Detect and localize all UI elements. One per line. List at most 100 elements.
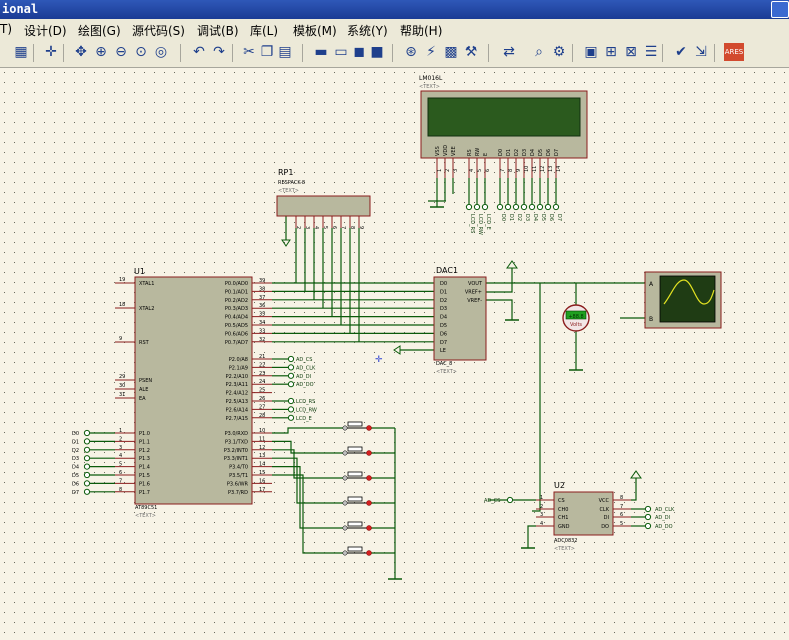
u2-pin-name: DO bbox=[601, 524, 609, 530]
export-icon[interactable]: ⇲ bbox=[695, 44, 707, 60]
decompose-icon[interactable]: ⚒ bbox=[464, 44, 478, 60]
u1-pin-name: P0.1/AD1 bbox=[225, 289, 248, 295]
u1-pin-number: 11 bbox=[259, 436, 265, 442]
zoom-in-icon[interactable]: ⊕ bbox=[95, 44, 107, 60]
u1-pin-name: ALE bbox=[139, 387, 148, 393]
rp1-pin-number: 7 bbox=[340, 226, 346, 229]
lcd-pin-number: 5 bbox=[477, 169, 483, 172]
menu-library[interactable]: 库(L) bbox=[250, 24, 279, 38]
u2-pin-name: CS bbox=[558, 498, 565, 504]
u1-pin-name: P3.2/INT0 bbox=[224, 448, 248, 454]
u1-pin-name: P1.3 bbox=[139, 456, 150, 462]
u1-pin-number: 37 bbox=[259, 295, 265, 301]
ares-icon[interactable]: ARES bbox=[724, 43, 744, 61]
lcd-net-label: LCD_E bbox=[485, 214, 491, 230]
menu-debug[interactable]: 调试(B) bbox=[197, 24, 239, 38]
toolbar-separator bbox=[63, 44, 64, 62]
undo-icon[interactable]: ↶ bbox=[193, 44, 205, 60]
terminal bbox=[644, 513, 652, 521]
zoom-all-icon[interactable]: ⊙ bbox=[135, 44, 147, 60]
search-icon[interactable]: ⌕ bbox=[535, 44, 543, 60]
u2-pin-number: 2 bbox=[540, 504, 543, 510]
dac-pin-name: D1 bbox=[440, 289, 447, 295]
lcd-pin-number: 1 bbox=[437, 169, 443, 172]
menu-tools[interactable]: T) bbox=[0, 22, 13, 36]
u1-pin-name: XTAL2 bbox=[139, 306, 154, 312]
zoom-area-icon[interactable]: ◎ bbox=[154, 44, 168, 60]
u2-pin-name: VCC bbox=[599, 498, 610, 504]
block-move-icon[interactable]: ▭ bbox=[334, 44, 348, 60]
grid-icon[interactable]: ▦ bbox=[14, 44, 28, 60]
lcd-pin-name: D4 bbox=[530, 149, 536, 156]
menu-system[interactable]: 系统(Y) bbox=[347, 24, 388, 38]
property-tool-icon[interactable]: ⚙ bbox=[552, 44, 566, 60]
u1-pin-number: 32 bbox=[259, 337, 265, 343]
wire-autoroute-icon[interactable]: ⇄ bbox=[503, 44, 515, 60]
bom-icon[interactable]: ☰ bbox=[644, 44, 658, 60]
terminal bbox=[506, 496, 514, 504]
terminal bbox=[644, 522, 652, 530]
lcd-net-label: D0 bbox=[500, 214, 506, 221]
zoom-out-icon[interactable]: ⊖ bbox=[115, 44, 127, 60]
u1-pin-number: 33 bbox=[259, 328, 265, 334]
u1-pin-name: P2.6/A14 bbox=[226, 407, 248, 413]
wire bbox=[532, 283, 541, 512]
rp1-pin-number: 4 bbox=[313, 226, 319, 229]
block-copy-icon[interactable]: ▬ bbox=[314, 44, 328, 60]
netlist-icon[interactable]: ▣ bbox=[584, 44, 598, 60]
u2-net-label: AD_DO bbox=[655, 524, 673, 530]
menu-graph[interactable]: 绘图(G) bbox=[78, 24, 121, 38]
menu-source[interactable]: 源代码(S) bbox=[132, 24, 185, 38]
u1-p2-net-label: AD_DI bbox=[296, 374, 311, 380]
lcd-pin-name: RW bbox=[475, 148, 481, 156]
origin-icon[interactable]: ✛ bbox=[45, 44, 57, 60]
block-delete-icon[interactable]: ■ bbox=[370, 44, 384, 60]
erc-icon[interactable]: ✔ bbox=[675, 44, 687, 60]
u2-pin-number: 8 bbox=[620, 495, 623, 501]
window-titlebar: ional bbox=[0, 0, 789, 19]
u2-text-label: <TEXT> bbox=[554, 546, 575, 552]
pan-icon[interactable]: ✥ bbox=[75, 44, 87, 60]
dac-pin-name: D2 bbox=[440, 298, 447, 304]
pushbutton-pin bbox=[342, 500, 348, 506]
u2-net-label: AD_DI bbox=[655, 515, 670, 521]
menu-help[interactable]: 帮助(H) bbox=[400, 24, 443, 38]
u1-pin-name: RST bbox=[139, 340, 150, 346]
u1-pin-number: 27 bbox=[259, 404, 265, 410]
rp1-pin-number: 5 bbox=[322, 226, 328, 229]
remove-sheet-icon[interactable]: ⊠ bbox=[625, 44, 637, 60]
rp1-body bbox=[276, 195, 371, 217]
terminal bbox=[287, 406, 295, 413]
terminal bbox=[512, 203, 520, 211]
close-button[interactable] bbox=[771, 1, 789, 18]
pick-device-icon[interactable]: ⊛ bbox=[405, 44, 417, 60]
u1-pin-number: 22 bbox=[259, 362, 265, 368]
menu-design[interactable]: 设计(D) bbox=[24, 24, 67, 38]
make-device-icon[interactable]: ⚡ bbox=[426, 44, 436, 60]
cut-icon[interactable]: ✂ bbox=[243, 44, 255, 60]
dac-pin-name: VOUT bbox=[468, 281, 483, 287]
u1-pin-name: P2.5/A13 bbox=[226, 399, 248, 405]
package-icon[interactable]: ▩ bbox=[444, 44, 458, 60]
lcd-pin-name: D7 bbox=[554, 149, 560, 156]
terminal bbox=[552, 203, 560, 211]
new-sheet-icon[interactable]: ⊞ bbox=[605, 44, 617, 60]
copy-icon[interactable]: ❐ bbox=[260, 44, 274, 60]
lcd-pin-number: 13 bbox=[548, 166, 554, 172]
terminal bbox=[644, 505, 652, 513]
menu-template[interactable]: 模板(M) bbox=[293, 24, 337, 38]
lcd-net-label: LCD_RS bbox=[469, 214, 475, 233]
u2-part: ADC0832 bbox=[554, 538, 578, 544]
rp1-text-label: <TEXT> bbox=[278, 188, 299, 194]
terminal bbox=[83, 488, 91, 495]
redo-icon[interactable]: ↷ bbox=[213, 44, 225, 60]
lcd-ref: LM016L bbox=[419, 75, 443, 82]
u1-pin-number: 39 bbox=[259, 278, 265, 284]
pushbutton-indicator bbox=[366, 500, 372, 506]
paste-icon[interactable]: ▤ bbox=[278, 44, 292, 60]
terminal bbox=[520, 203, 528, 211]
block-rotate-icon[interactable]: ◼ bbox=[353, 44, 365, 60]
toolbar-separator bbox=[33, 44, 34, 62]
u1-pin-name: P0.7/AD7 bbox=[225, 340, 248, 346]
